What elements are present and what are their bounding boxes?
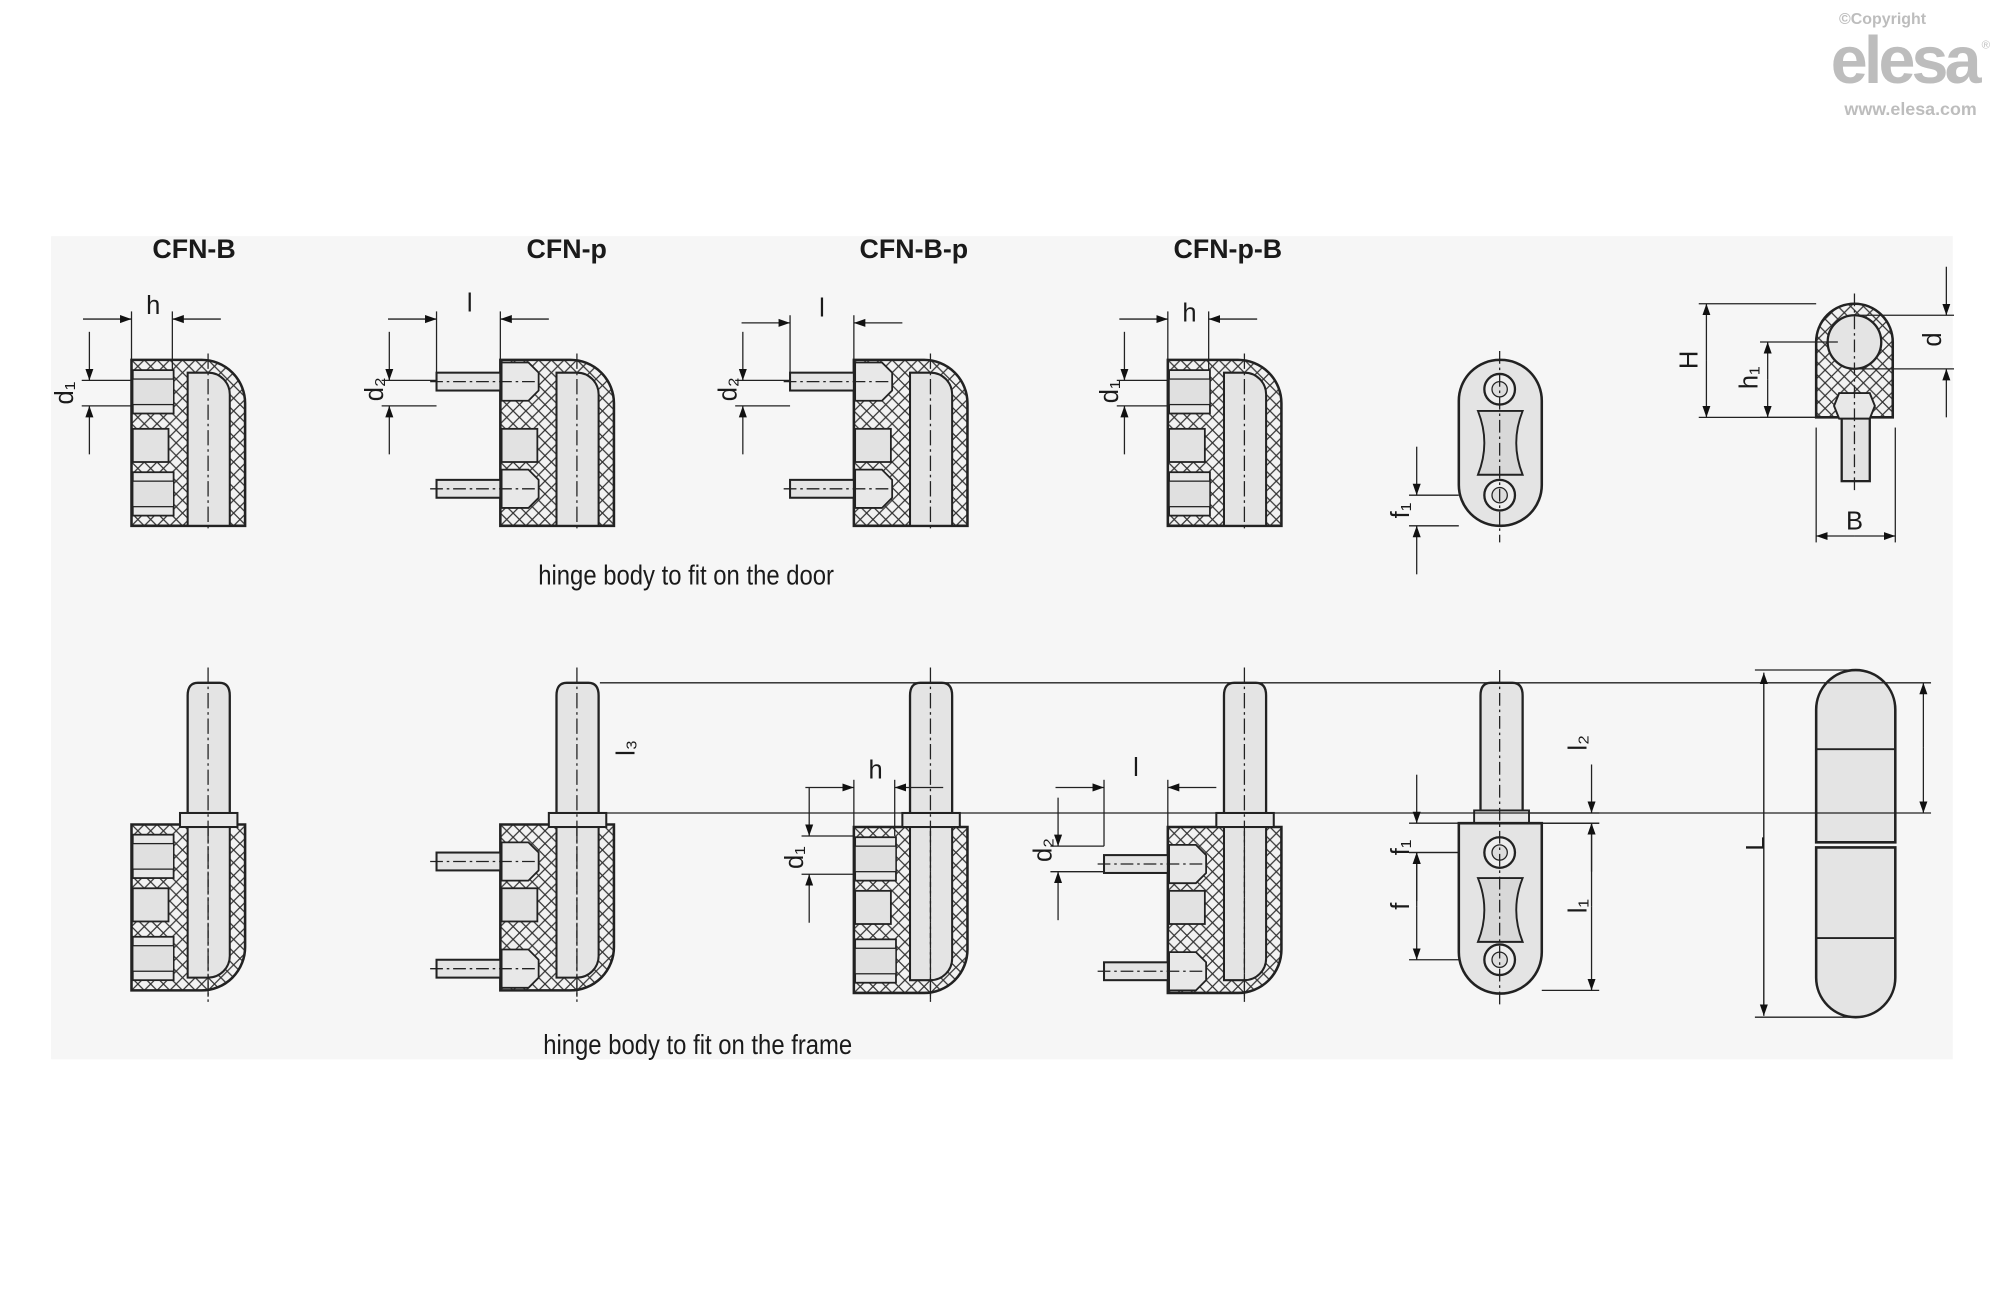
svg-text:www.elesa.com: www.elesa.com: [1843, 99, 1976, 119]
dim-label-h: h: [868, 757, 882, 785]
caption-door: hinge body to fit on the door: [538, 559, 834, 591]
door-body-cfn-b: [130, 352, 247, 534]
elesa-logo: ©Copyright elesa ® www.elesa.com: [1831, 11, 1991, 119]
svg-text:©Copyright: ©Copyright: [1839, 11, 1927, 28]
dim-label-B: B: [1846, 508, 1863, 536]
dim-label-l: l: [467, 289, 473, 317]
dim-label-h1: h₁: [1735, 366, 1763, 389]
dim-label-d2: d₂: [361, 377, 389, 401]
dim-label-d1: d₁: [781, 846, 809, 869]
caption-frame: hinge body to fit on the frame: [543, 1028, 852, 1060]
dim-label-d2: d₂: [1030, 838, 1058, 862]
dim-label-f: f: [1387, 902, 1415, 910]
dim-label-f1: f₁: [1387, 503, 1415, 519]
svg-text:®: ®: [1982, 39, 1991, 51]
door-body-cfn-p-b: [1166, 352, 1283, 534]
variant-title-cfn-b-p: CFN-B-p: [860, 234, 969, 264]
variant-title-cfn-p: CFN-p: [527, 234, 607, 264]
drawing-panel: [51, 236, 1953, 1060]
dim-label-l: l: [819, 295, 825, 323]
dim-label-d1: d₁: [51, 382, 79, 405]
dim-label-l: l: [1133, 754, 1139, 782]
assembled-hinge: [1814, 668, 1897, 1019]
svg-text:elesa: elesa: [1831, 24, 1983, 98]
dim-label-l2: l₂: [1564, 735, 1592, 751]
variant-title-cfn-p-b: CFN-p-B: [1173, 234, 1282, 264]
dim-label-d2: d₂: [714, 377, 742, 401]
plate-view-frame: [1457, 670, 1544, 1009]
dim-label-h: h: [146, 292, 160, 320]
end-view: [1814, 293, 1895, 492]
dim-label-d1: d₁: [1096, 380, 1124, 403]
dim-label-f1: f₁: [1387, 840, 1415, 856]
dimension-lines: [81, 266, 1955, 1018]
dim-label-l3: l₃: [612, 740, 640, 756]
dim-label-l1: l₁: [1564, 899, 1592, 913]
dim-label-L: L: [1742, 837, 1770, 851]
dim-label-d: d: [1919, 332, 1947, 346]
dim-label-H: H: [1675, 351, 1703, 369]
dim-label-h: h: [1182, 300, 1196, 328]
variant-title-cfn-b: CFN-B: [152, 234, 235, 264]
plate-view-door: [1457, 350, 1544, 543]
